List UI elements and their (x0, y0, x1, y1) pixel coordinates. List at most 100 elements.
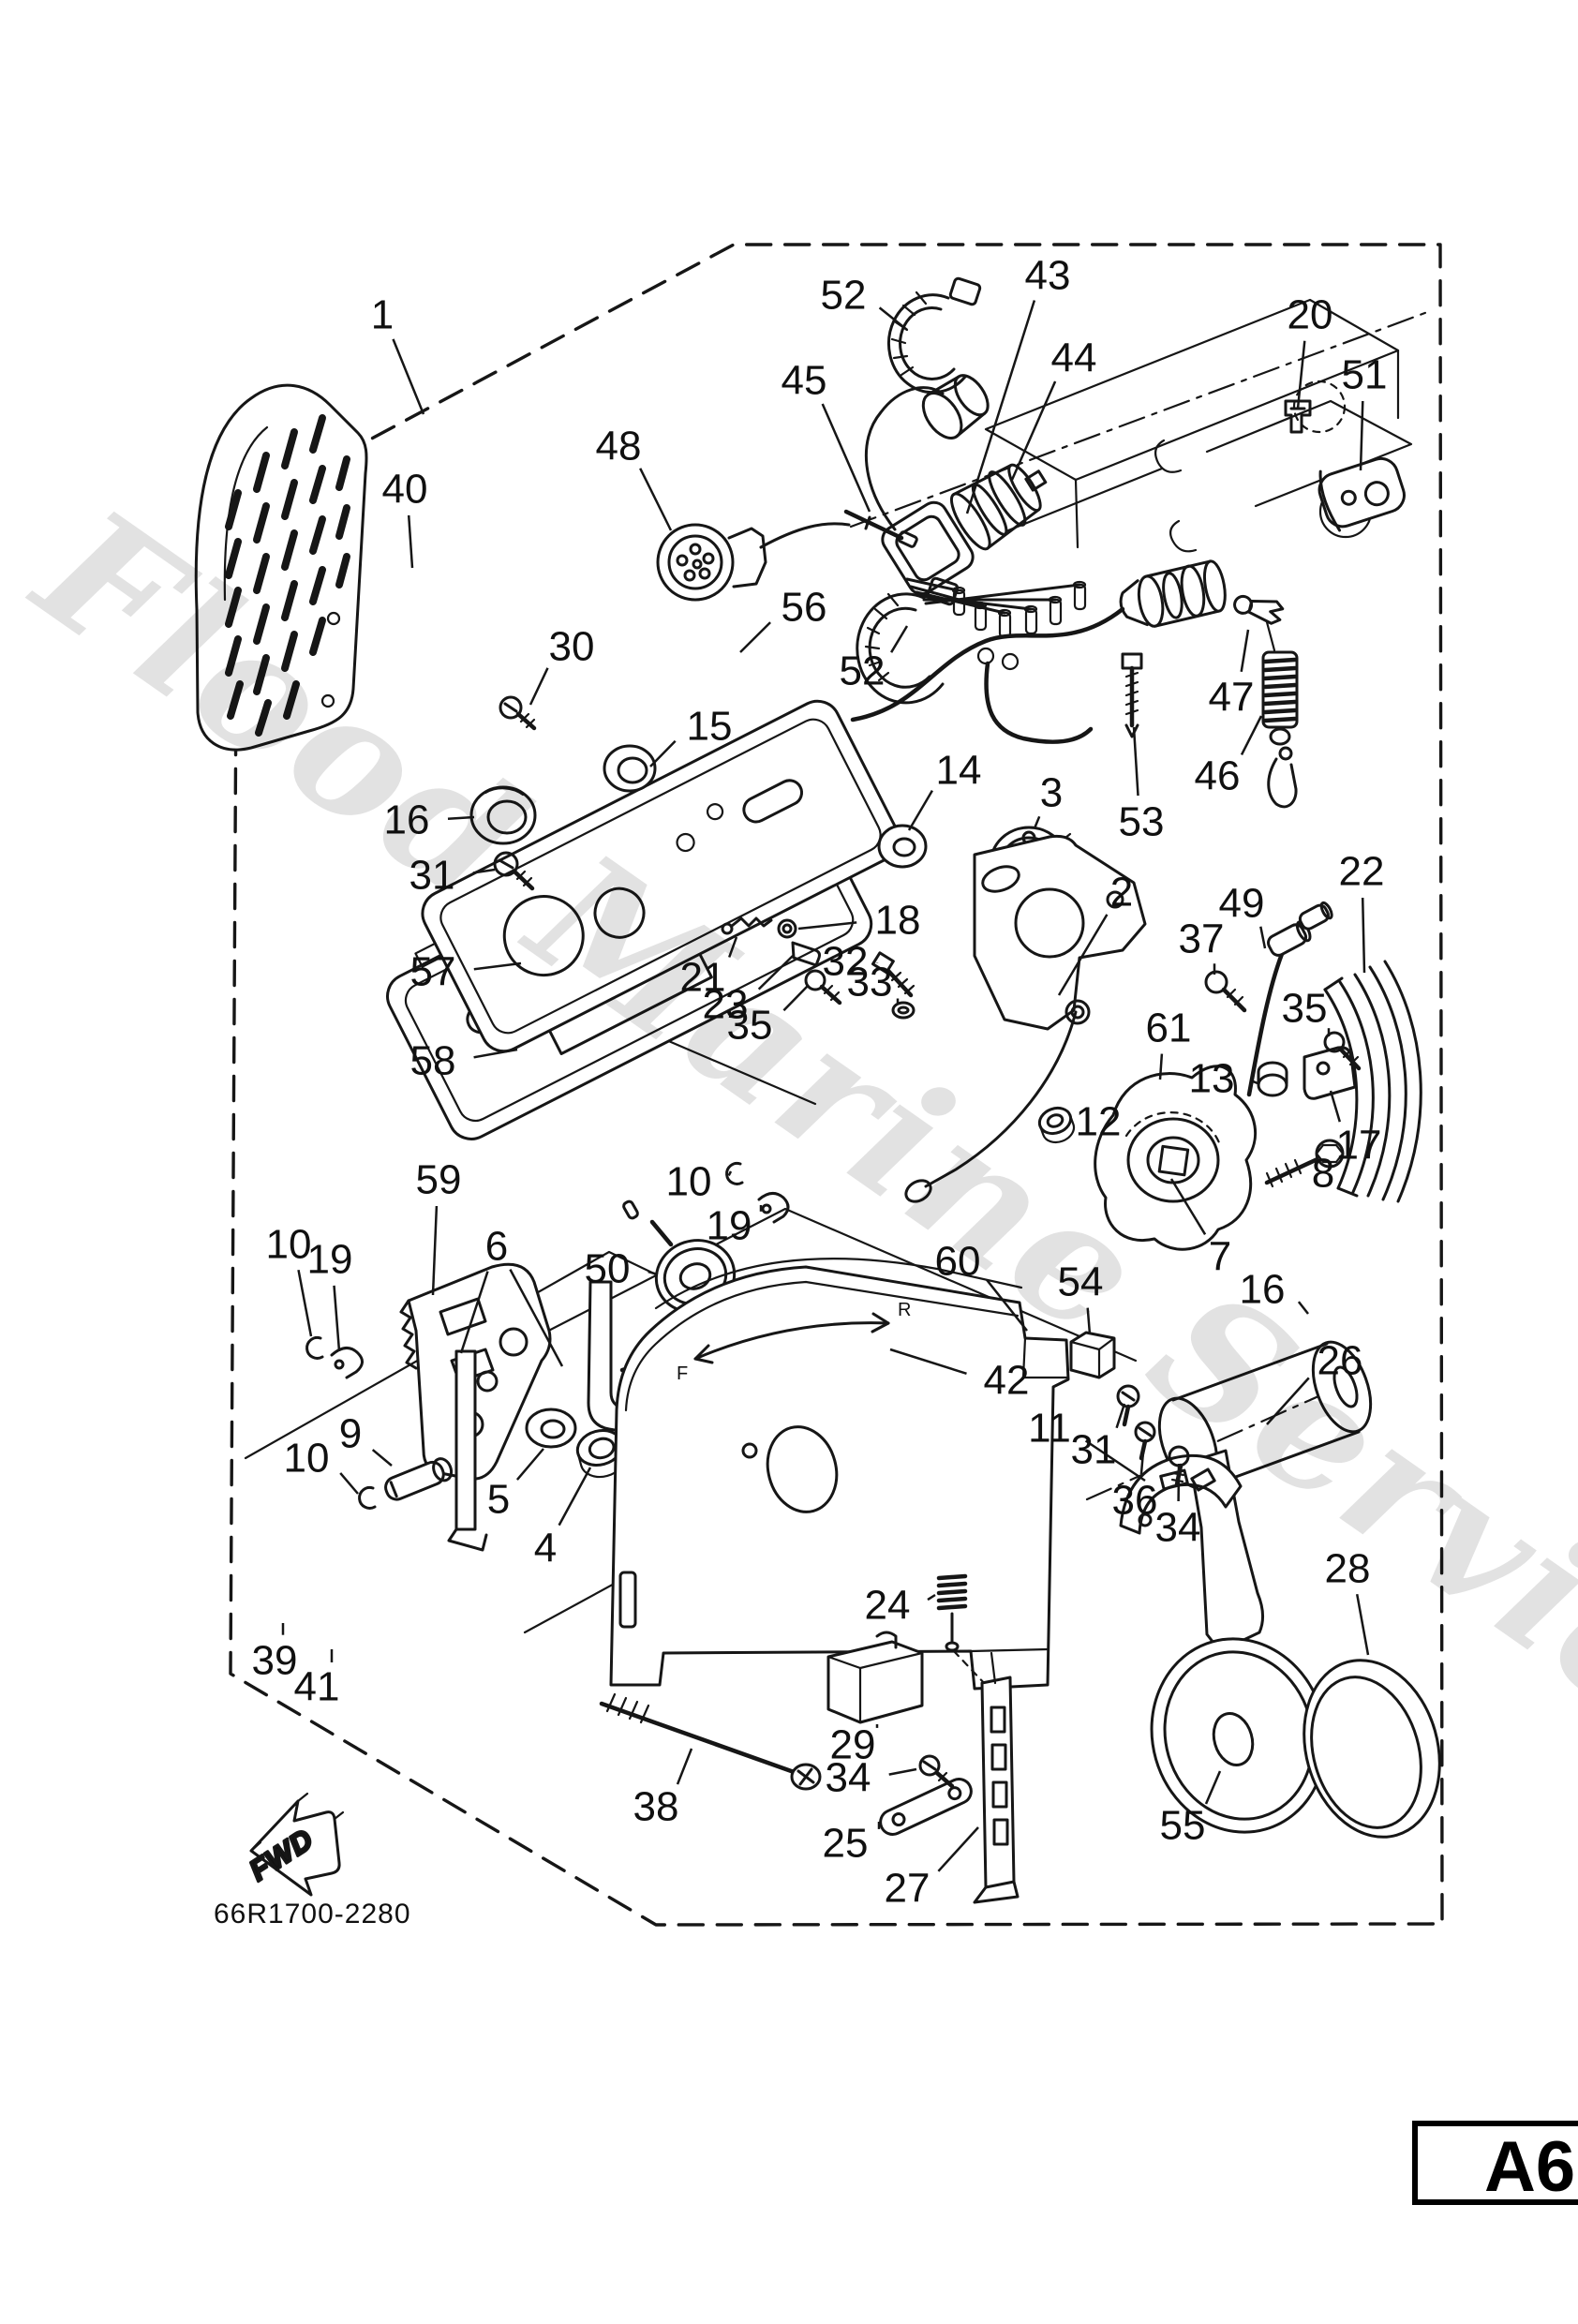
part-54-block (1069, 1331, 1116, 1379)
drawing-code: 66R1700-2280 (214, 1899, 411, 1929)
callout-52: 52 (821, 273, 867, 319)
callout-16: 16 (384, 797, 430, 843)
callout-30: 30 (549, 624, 595, 670)
leader-line-38 (676, 1748, 693, 1785)
part-23-clip (791, 941, 821, 967)
leader-line-19 (333, 1285, 341, 1352)
callout-19: 19 (307, 1237, 353, 1283)
callout-7: 7 (1209, 1234, 1231, 1280)
leader-line-2 (1057, 914, 1109, 996)
part-16-grommet-left (469, 785, 537, 845)
callout-32: 32 (823, 939, 869, 985)
leader-line-31 (472, 868, 496, 874)
leader-line-15 (649, 739, 677, 767)
callout-33: 33 (847, 960, 893, 1006)
callout-22: 22 (1339, 849, 1385, 895)
callout-11: 11 (1028, 1406, 1071, 1452)
leader-line-36 (1139, 1440, 1146, 1475)
callout-53: 53 (1119, 799, 1165, 845)
part-29-box-bracket (826, 1631, 924, 1724)
part-21-spring-pin (721, 916, 773, 935)
leader-line-3 (1033, 815, 1041, 829)
callout-28: 28 (1325, 1546, 1371, 1592)
callout-12: 12 (1076, 1099, 1122, 1145)
callout-20: 20 (1288, 292, 1333, 338)
callout-16: 16 (1240, 1267, 1286, 1313)
leader-line-42 (889, 1348, 967, 1375)
callout-21: 21 (680, 955, 726, 1001)
part-46-47-switch-lanyard (850, 559, 1299, 809)
callout-3: 3 (1040, 770, 1063, 816)
part-10-19-center-clips (725, 1161, 790, 1224)
part-35-screw-right (1323, 1031, 1362, 1071)
part-14-washer (877, 824, 928, 869)
part-25-link (879, 1778, 973, 1836)
leader-line-31 (1115, 1403, 1126, 1429)
callout-1: 1 (371, 292, 394, 338)
leader-line-10 (339, 1472, 359, 1495)
leader-line-14 (907, 789, 933, 831)
leader-line-16 (1297, 1301, 1309, 1315)
callout-60: 60 (935, 1239, 981, 1285)
part-22-coil-spring (1323, 960, 1422, 1203)
leader-line-47 (1240, 629, 1250, 673)
callout-6: 6 (485, 1224, 508, 1270)
leader-line-21 (728, 936, 738, 958)
callout-35: 35 (727, 1003, 773, 1049)
callout-40: 40 (382, 467, 428, 513)
leader-line-13 (1252, 1080, 1258, 1085)
leader-line-27 (937, 1826, 979, 1872)
callout-48: 48 (596, 424, 642, 469)
callout-38: 38 (633, 1784, 679, 1830)
leader-line-26 (1266, 1377, 1310, 1425)
callout-2: 2 (1110, 870, 1133, 916)
part-37-screw (1204, 970, 1247, 1013)
part-53-screw (1121, 652, 1143, 738)
callout-34: 34 (1155, 1505, 1201, 1551)
callout-29: 29 (830, 1722, 876, 1768)
leader-line-46 (1240, 715, 1263, 755)
callout-57: 57 (410, 949, 456, 995)
leader-line-23 (757, 955, 794, 991)
callout-14: 14 (936, 748, 982, 794)
boundary-dashed-outline (229, 243, 1444, 1927)
callout-50: 50 (585, 1246, 631, 1292)
callout-49: 49 (1219, 881, 1265, 927)
part-11-arc-clamp (1119, 1453, 1243, 1535)
leader-line-5 (515, 1448, 544, 1481)
leader-line-44 (1010, 380, 1057, 481)
leader-line-50 (648, 1270, 659, 1276)
part-12-bushing (1037, 1106, 1076, 1144)
leader-line-16 (447, 815, 475, 821)
leader-line-6 (459, 1271, 489, 1354)
leader-line-34 (888, 1767, 917, 1776)
part-10-19-upper-clips (305, 1335, 364, 1379)
callout-27: 27 (885, 1866, 930, 1912)
part-30-screw (499, 695, 537, 731)
leader-line-35 (782, 985, 809, 1012)
part-52-clamp-top (886, 276, 982, 395)
leader-line-24 (927, 1593, 936, 1601)
part-48-connector (656, 522, 851, 602)
callout-8: 8 (1312, 1151, 1334, 1197)
part-51-bracket (1317, 456, 1406, 532)
mount-panel-silhouette (849, 298, 1432, 553)
callout-37: 37 (1179, 916, 1225, 962)
leader-line-30 (528, 667, 549, 706)
leader-line-45 (821, 403, 871, 513)
callout-17: 17 (1336, 1123, 1382, 1169)
part-15-grommet (603, 744, 657, 793)
callout-10: 10 (666, 1159, 712, 1205)
fwd-arrow: FWD (242, 1792, 345, 1897)
callout-24: 24 (865, 1583, 911, 1629)
callout-25: 25 (823, 1821, 869, 1867)
part-10-clip-lower (358, 1485, 377, 1510)
leader-line-52 (890, 625, 909, 653)
callout-9: 9 (339, 1411, 362, 1457)
callout-39: 39 (252, 1638, 298, 1684)
part-31-screw-left (493, 851, 535, 891)
callout-58: 58 (410, 1038, 456, 1084)
leader-line-22 (1361, 897, 1366, 974)
callout-47: 47 (1209, 675, 1255, 721)
